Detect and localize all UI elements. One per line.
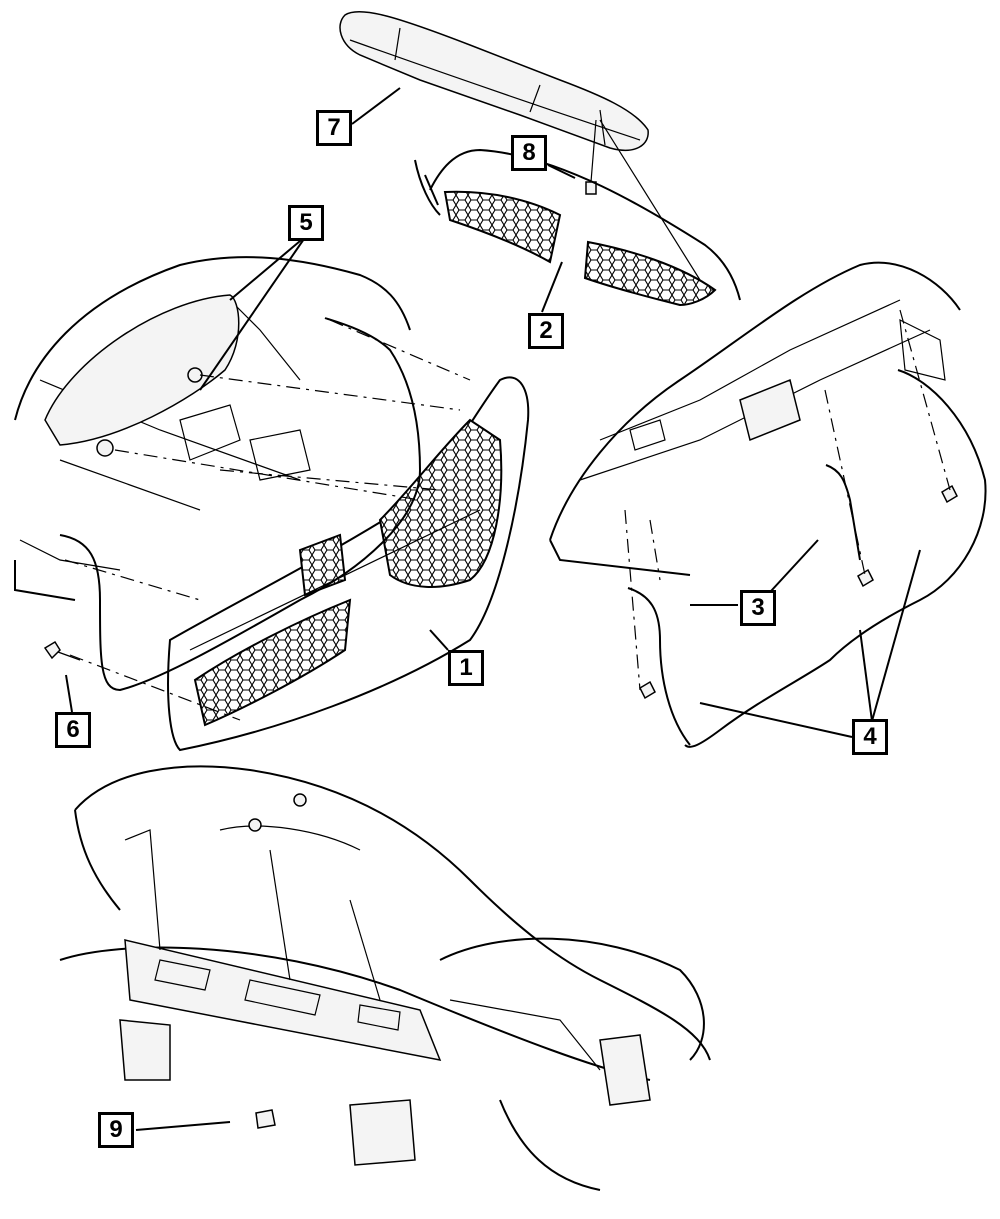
hood-deflector-part	[339, 10, 649, 151]
callout-2: 2	[528, 313, 564, 349]
callout-9: 9	[98, 1112, 134, 1148]
callout-1: 1	[448, 650, 484, 686]
callout-5: 5	[288, 205, 324, 241]
seal-assembly-right	[549, 261, 987, 748]
callout-8: 8	[511, 135, 547, 171]
callout-4: 4	[852, 719, 888, 755]
leader-lines	[65, 87, 921, 1131]
vehicle-front-end	[59, 765, 711, 1191]
callout-7: 7	[316, 110, 352, 146]
grille-assembly-left	[14, 256, 530, 752]
hood-grille-panel	[414, 119, 741, 307]
callout-6: 6	[55, 712, 91, 748]
callout-3: 3	[740, 590, 776, 626]
